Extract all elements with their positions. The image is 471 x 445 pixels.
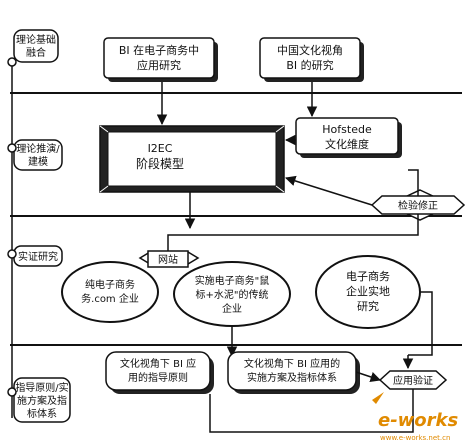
svg-text:e-works: e-works	[378, 410, 459, 431]
svg-text:企业实地: 企业实地	[346, 284, 390, 298]
svg-text:研究: 研究	[357, 299, 379, 313]
svg-text:应用验证: 应用验证	[393, 374, 433, 387]
stage-theory-modeling: 理论推演/ 建模	[7, 139, 63, 171]
svg-text:电子商务: 电子商务	[346, 269, 390, 283]
scroll-icon	[7, 249, 17, 259]
arrow-icon	[284, 175, 373, 206]
scroll-icon	[7, 57, 17, 67]
feedback-line	[408, 291, 433, 356]
box-china-culture-bi: 中国文化视角 BI 的研究	[259, 37, 364, 82]
svg-text:指导原则/实: 指导原则/实	[15, 381, 68, 394]
svg-text:实施方案及指标体系: 实施方案及指标体系	[247, 371, 337, 384]
feedback-line	[167, 214, 419, 255]
svg-text:务.com 企业: 务.com 企业	[81, 292, 139, 305]
box-implementation-plan: 文化视角下 BI 应用的 实施方案及指标体系	[227, 351, 360, 394]
svg-text:实证研究: 实证研究	[18, 250, 58, 263]
svg-text:纯电子商务: 纯电子商务	[85, 278, 135, 291]
e-works-watermark: e-works www.e-works.net.cn	[372, 392, 459, 442]
scroll-icon	[7, 387, 17, 397]
box-i2ec-stage-model: I2EC 阶段模型	[99, 125, 285, 193]
stage-theory-fusion: 理论基础 融合	[7, 29, 59, 67]
stage-separators	[10, 92, 462, 346]
svg-text:Hofstede: Hofstede	[322, 123, 372, 136]
arrow-icon	[355, 371, 381, 382]
stage-empirical-research: 实证研究	[7, 245, 63, 267]
ellipse-traditional-enterprise: 实施电子商务"鼠 标+水泥"的传统 企业	[173, 261, 291, 327]
svg-text:理论基础: 理论基础	[16, 33, 56, 46]
svg-text:用的指导原则: 用的指导原则	[128, 371, 188, 384]
svg-text:中国文化视角: 中国文化视角	[277, 43, 343, 57]
svg-text:I2EC: I2EC	[148, 142, 173, 155]
banner-website: 网站	[138, 250, 200, 268]
feedback-line	[408, 169, 419, 196]
ellipse-pure-ecommerce: 纯电子商务 务.com 企业	[61, 261, 159, 323]
box-bi-ecommerce: BI 在电子商务中 应用研究	[103, 37, 218, 82]
svg-text:建模: 建模	[28, 155, 48, 168]
svg-text:文化维度: 文化维度	[325, 137, 369, 151]
box-hofstede: Hofstede 文化维度	[295, 117, 402, 158]
svg-text:检验修正: 检验修正	[398, 199, 438, 212]
svg-text:文化视角下 BI 应: 文化视角下 BI 应	[120, 357, 196, 370]
svg-text:标+水泥"的传统: 标+水泥"的传统	[196, 288, 269, 301]
svg-text:企业: 企业	[222, 302, 242, 315]
box-apply-verify: 应用验证	[378, 370, 448, 390]
chevron-icon	[372, 392, 384, 404]
svg-text:理论推演/: 理论推演/	[16, 142, 60, 155]
svg-text:实施电子商务"鼠: 实施电子商务"鼠	[195, 274, 270, 287]
box-guiding-principles: 文化视角下 BI 应 用的指导原则	[105, 351, 214, 394]
svg-text:网站: 网站	[158, 253, 178, 266]
svg-text:应用研究: 应用研究	[137, 58, 181, 72]
ellipse-field-research: 电子商务 企业实地 研究	[315, 255, 421, 329]
svg-text:融合: 融合	[26, 46, 46, 59]
svg-text:文化视角下 BI 应用的: 文化视角下 BI 应用的	[244, 357, 340, 370]
svg-text:BI 在电子商务中: BI 在电子商务中	[119, 43, 199, 57]
svg-text:BI 的研究: BI 的研究	[286, 58, 333, 72]
svg-text:阶段模型: 阶段模型	[136, 156, 184, 171]
box-verify-revise: 检验修正	[370, 189, 466, 221]
feedback-line	[209, 389, 414, 433]
scroll-icon	[7, 143, 17, 153]
stage-guiding-principles: 指导原则/实 施方案及指 标体系	[7, 377, 71, 423]
svg-text:标体系: 标体系	[27, 408, 57, 420]
svg-text:www.e-works.net.cn: www.e-works.net.cn	[380, 434, 450, 442]
svg-text:施方案及指: 施方案及指	[17, 394, 67, 407]
